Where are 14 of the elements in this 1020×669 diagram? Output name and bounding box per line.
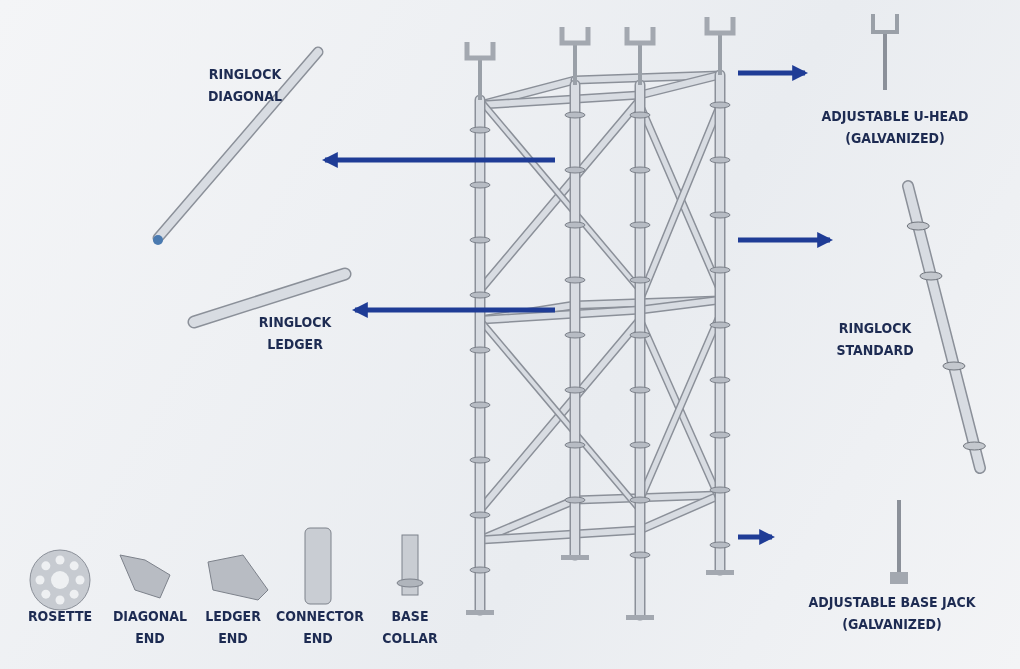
arrow — [738, 529, 776, 545]
part-label: RINGLOCK STANDARD — [835, 319, 915, 360]
part-label: ADJUSTABLE BASE JACK (GALVANIZED) — [807, 593, 977, 634]
part-label: RINGLOCK LEDGER — [257, 313, 333, 354]
component-label: ROSETTE — [26, 607, 94, 626]
arrow — [738, 232, 834, 248]
arrow — [738, 65, 809, 81]
component-label: LEDGER END — [204, 607, 262, 648]
part-label: ADJUSTABLE U-HEAD (GALVANIZED) — [820, 107, 970, 148]
part-label: RINGLOCK DIAGONAL — [206, 65, 284, 106]
arrow — [321, 152, 555, 168]
component-label: DIAGONAL END — [111, 607, 189, 648]
arrow — [351, 302, 555, 318]
component-label: BASE COLLAR — [381, 607, 439, 648]
